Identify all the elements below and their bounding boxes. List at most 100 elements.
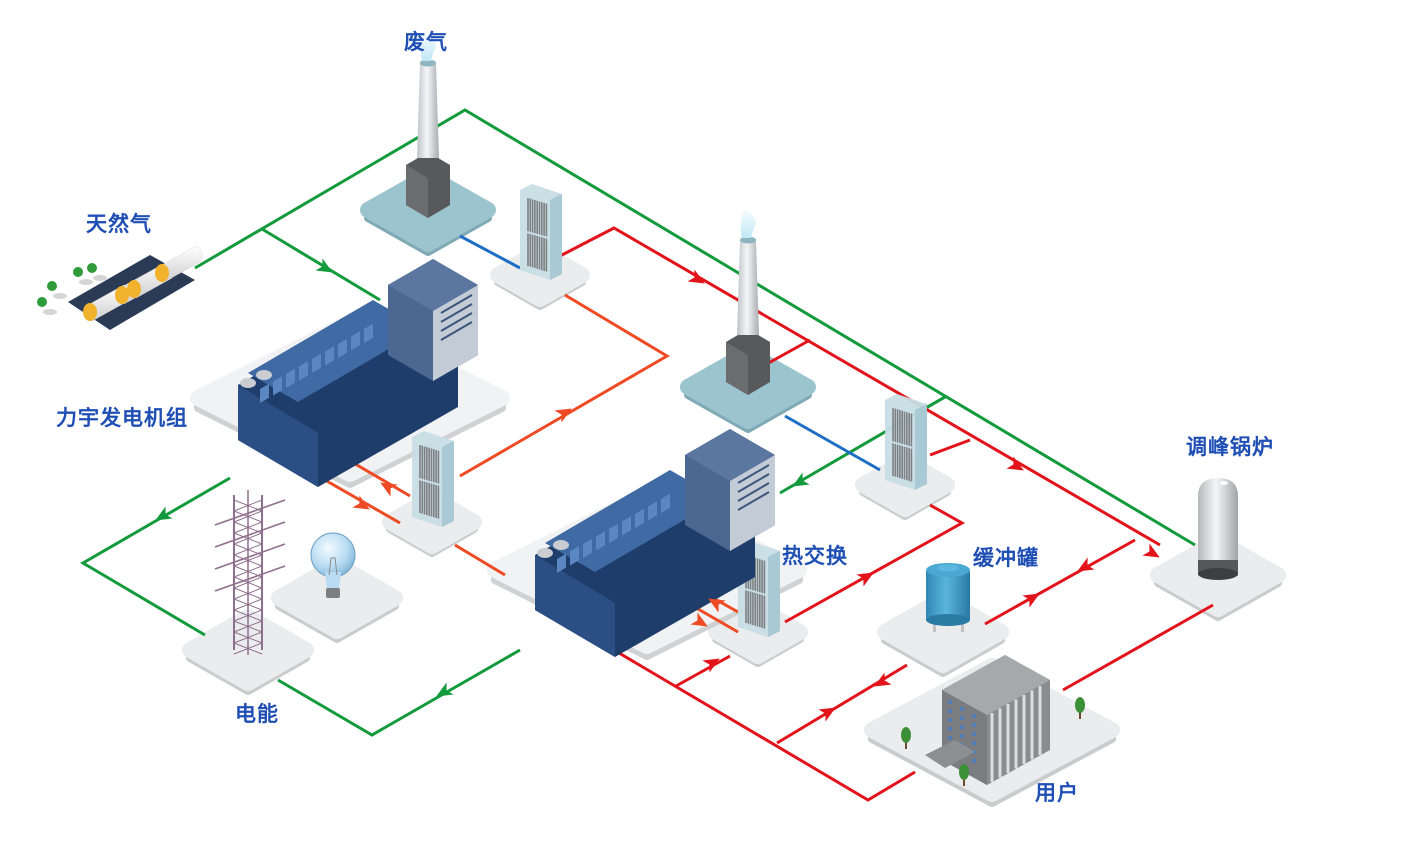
gas-cylinder-end [83, 303, 97, 321]
arrow-jw-3 [352, 495, 370, 510]
genset-2-cylinder [596, 531, 605, 551]
label-natural-gas: 天然气 [86, 212, 152, 236]
tree [901, 727, 911, 743]
building-window [948, 727, 952, 731]
arrow-jw-2-head [380, 482, 398, 497]
arrow-hw-6-head [856, 572, 874, 587]
user-building [901, 655, 1085, 786]
genset-2-turbo-2 [553, 540, 569, 550]
hot-water-hx2-out [784, 503, 966, 624]
gas-branch-genset-1 [261, 227, 381, 302]
tower-arm [214, 521, 286, 548]
exhaust-stack-1-top [420, 59, 436, 67]
genset-2-cylinder [648, 501, 657, 521]
arrow-hw-2-head [1006, 456, 1024, 471]
label-user: 用户 [1035, 781, 1079, 805]
arrow-gas-genset1-head [315, 258, 333, 273]
exhaust-stack-2-stack [737, 240, 759, 335]
genset-1-turbo-2 [256, 370, 272, 380]
arrow-power-2 [436, 682, 454, 697]
tree-shadow [93, 275, 107, 281]
tower-brace [233, 510, 263, 523]
tank-leg [933, 618, 936, 632]
tree [87, 263, 97, 273]
label-exhaust: 废气 [404, 30, 448, 54]
tree [73, 267, 83, 277]
arrow-hw-7-head [874, 672, 892, 687]
gas-cylinder-end [155, 264, 169, 282]
tank-lid [937, 564, 959, 572]
tower-brace [233, 521, 263, 534]
genset-2-generator-side [730, 455, 775, 551]
hot-water-branch-hx2 [929, 438, 971, 457]
arrow-hw-9 [702, 658, 720, 673]
building-window [960, 725, 964, 729]
building-window [972, 723, 976, 727]
buffer-tank-base-top [877, 591, 1009, 673]
genset-1-cylinder [286, 368, 295, 388]
genset-1-turbo-1 [240, 378, 256, 388]
bulb-glass [310, 532, 356, 578]
gas-main-line [194, 108, 1196, 547]
arrow-jw-3-head [352, 495, 370, 510]
arrow-power-1 [155, 506, 173, 521]
arrow-hw-6 [856, 572, 874, 587]
gas-cylinder-end [127, 280, 141, 298]
tower-arm [214, 499, 286, 526]
building-window [948, 709, 952, 713]
arrow-hw-3 [1142, 543, 1160, 558]
heat-exchanger-exhaust-1 [520, 184, 562, 280]
genset-1-front [238, 385, 318, 487]
genset-1-cylinder [364, 323, 373, 343]
exhaust-line-2 [784, 414, 881, 472]
tower-brace [233, 532, 263, 545]
arrow-hw-5 [1022, 593, 1040, 608]
arrow-gas-genset1 [315, 258, 333, 273]
hot-water-supply-main [559, 226, 1161, 547]
label-genset: 力宇发电机组 [56, 406, 188, 430]
heat-exchanger-exhaust-1-casing-side [550, 194, 562, 280]
bulb-base-screw [326, 588, 340, 598]
label-buffer-tank: 缓冲罐 [973, 546, 1039, 570]
tower-brace [233, 499, 263, 512]
arrow-hw-2 [1006, 456, 1024, 471]
arrow-jw-2 [380, 482, 398, 497]
tank-bottom [926, 614, 970, 626]
exhaust-stack-2 [726, 210, 770, 395]
arrow-jw-5-head [690, 612, 708, 627]
genset-2 [535, 429, 775, 657]
exhaust-stack-2-smoke [740, 210, 756, 238]
exhaust-stack-2-block-face [726, 342, 748, 395]
building-annex [925, 740, 975, 768]
genset-1-vent [440, 321, 473, 341]
building-window [972, 759, 976, 763]
genset-2-cylinder [609, 523, 618, 543]
boiler-dome [1198, 478, 1238, 496]
tower-brace [233, 565, 263, 578]
genset-2-cylinder [557, 553, 566, 573]
tower-brace [233, 576, 263, 589]
heat-exchanger-exhaust-1-divider [526, 231, 549, 239]
tank-leg [961, 618, 964, 632]
tower-brace [233, 642, 263, 655]
building-window [972, 714, 976, 718]
tower-arm [214, 565, 286, 592]
natural-gas-tanks [37, 245, 203, 330]
genset-1-cylinder [299, 361, 308, 381]
genset-1-vent [440, 312, 473, 332]
exhaust-stack-2-top [740, 236, 756, 244]
tower-brace [233, 543, 263, 556]
arrow-hw-7 [874, 672, 892, 687]
light-bulb [310, 532, 356, 598]
exhaust-stack-1-smoke [420, 33, 436, 61]
arrow-jw-5 [690, 612, 708, 627]
building-window [960, 707, 964, 711]
tower-brace [233, 554, 263, 567]
genset-2-cylinder [622, 516, 631, 536]
arrow-hw-4 [1077, 557, 1095, 572]
arrow-gas-genset2-head [792, 472, 810, 487]
buffer-tank [926, 563, 970, 632]
power-tower [214, 490, 286, 655]
